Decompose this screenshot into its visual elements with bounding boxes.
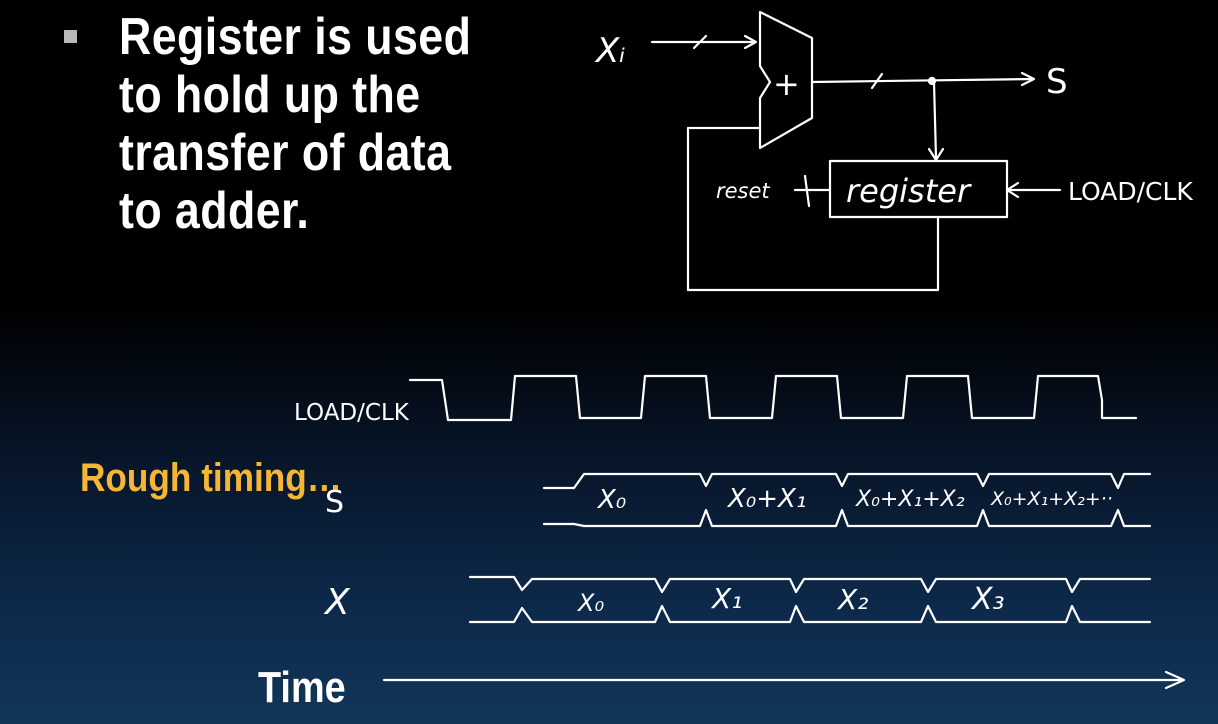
output-s-arrow xyxy=(810,71,1036,90)
x-value-2: X₂ xyxy=(836,583,868,616)
clock-waveform xyxy=(408,374,1138,422)
s-value-0: X₀ xyxy=(596,485,627,515)
s-signal-label: S xyxy=(325,485,344,520)
s-value-1: X₀+X₁ xyxy=(726,484,806,514)
feedback-loop-line xyxy=(686,126,940,292)
s-waveform xyxy=(542,472,1152,528)
x-value-3: X₃ xyxy=(970,582,1005,617)
feedback-to-register-arrow xyxy=(927,80,945,162)
time-axis-label: Time xyxy=(258,663,346,712)
adder-block xyxy=(758,10,814,150)
load-clk-arrow xyxy=(1005,181,1062,199)
bullet-marker-icon xyxy=(64,30,77,43)
x-waveform xyxy=(468,575,1152,624)
input-xi-arrow xyxy=(650,34,758,50)
x-signal-label: X xyxy=(323,582,351,623)
load-clk-label: LOAD/CLK xyxy=(1068,177,1193,206)
clock-signal-label: LOAD/CLK xyxy=(294,400,410,426)
register-box xyxy=(828,159,1009,219)
adder-plus-symbol: + xyxy=(773,65,800,103)
bullet-block: Register is used to hold up the transfer… xyxy=(64,8,564,240)
reset-line xyxy=(793,174,831,208)
x-value-0: X₀ xyxy=(576,589,604,617)
register-label: register xyxy=(846,172,972,210)
output-s-label: S xyxy=(1046,62,1068,102)
bullet-text: Register is used to hold up the transfer… xyxy=(119,8,472,240)
s-value-2: X₀+X₁+X₂ xyxy=(855,487,965,512)
s-value-3: X₀+X₁+X₂+·· xyxy=(990,488,1113,510)
rough-timing-label: Rough timing… xyxy=(80,456,342,500)
reset-label: reset xyxy=(716,179,770,203)
input-xi-label: Xᵢ xyxy=(594,31,625,71)
time-arrow xyxy=(382,670,1186,690)
x-value-1: X₁ xyxy=(710,582,742,615)
